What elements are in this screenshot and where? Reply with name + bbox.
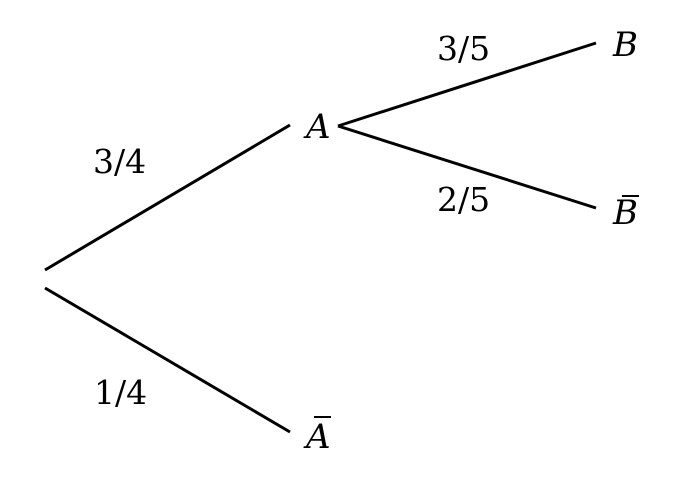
probability-root-to-a: 3/4 [93,142,146,181]
probability-a-to-b: 3/5 [437,29,490,68]
edge-root-to-a-complement [44,286,291,434]
node-b-complement-letter: B [612,193,638,233]
edge-root-to-a [44,123,291,272]
node-b-complement: B [612,193,639,233]
edge-a-to-b-complement [337,124,597,210]
node-b: B [612,25,638,65]
probability-root-to-a-complement: 1/4 [94,373,147,412]
probability-a-to-b-complement: 2/5 [437,180,490,219]
edge-a-to-b [337,41,597,128]
node-a-complement-letter: A [303,417,331,457]
node-a-complement: A [303,416,331,457]
node-a: A [303,107,331,147]
